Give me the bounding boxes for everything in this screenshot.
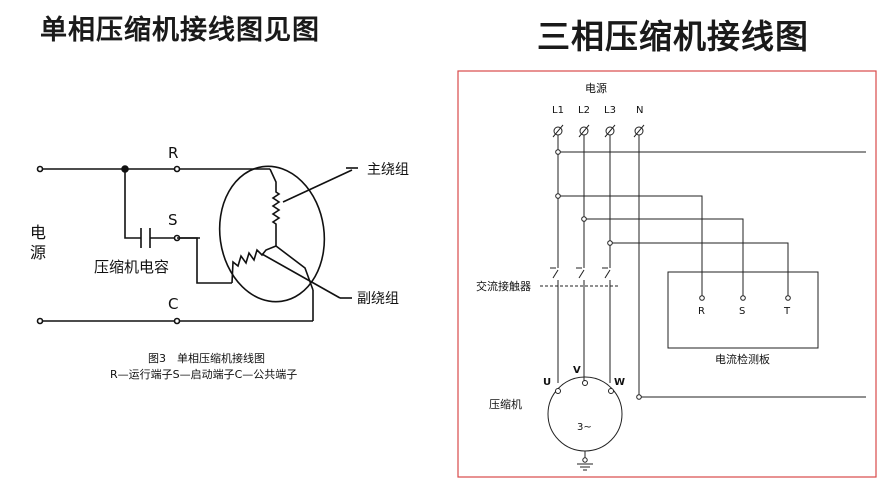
neutral-label: N [636,105,643,116]
terminal-c-node [173,317,181,325]
terminal-r-node [173,165,181,173]
aux-winding-leader [261,253,341,299]
three-phase-diagram [540,124,866,471]
aux-winding-label: 副绕组 [357,291,399,307]
current-detection-board [667,271,819,349]
capacitor-label: 压缩机电容 [94,258,169,276]
main-winding-label: 主绕组 [367,162,409,178]
three-phase-labels: 电源 L1 L2 L3 N 交流接触器 压缩机 U V W 3~ R S T 电… [476,81,791,433]
cap-branch-wire [124,169,141,239]
motor-housing [218,165,326,303]
s-to-motor-wire [177,237,232,284]
phase-l2-label: L2 [578,105,590,116]
power-label: 电源 [585,81,607,95]
power-label-1: 电 [30,223,46,242]
terminal-w: W [614,377,625,388]
compressor-label: 压缩机 [489,397,522,411]
power-terminal-bottom [36,317,44,325]
board-terminal-t: T [783,306,791,317]
label-s: S [168,211,178,229]
caption-line-1: 图3 单相压缩机接线图 [148,351,265,365]
power-label-2: 源 [30,243,46,262]
board-terminal-s: S [739,306,745,317]
terminal-u: U [543,377,551,388]
phase-l1-label: L1 [552,105,564,116]
motor-phase-label: 3~ [577,422,592,433]
main-winding-coil [269,168,281,246]
three-phase-title: 三相压缩机接线图 [537,17,809,56]
phase-l3-label: L3 [604,105,616,116]
label-c: C [168,295,178,313]
power-terminal-top [36,165,44,173]
single-phase-diagram [36,165,358,325]
label-r: R [168,144,178,162]
board-label: 电流检测板 [715,352,770,366]
board-terminal-r: R [698,306,705,317]
phase-breakers [552,124,645,138]
common-wire [275,245,314,291]
single-phase-labels: R S C 电 源 压缩机电容 主绕组 副绕组 图3 单相压缩机接线图 R—运行… [30,144,409,381]
contactor [540,267,618,383]
single-phase-title: 单相压缩机接线图见图 [40,15,320,46]
three-phase-frame [457,70,877,478]
caption-line-2: R—运行端子S—启动端子C—公共端子 [110,368,297,381]
aux-winding-coil [231,245,277,284]
contactor-label: 交流接触器 [476,279,531,293]
main-winding-leader [282,169,353,203]
terminal-v: V [573,365,581,376]
